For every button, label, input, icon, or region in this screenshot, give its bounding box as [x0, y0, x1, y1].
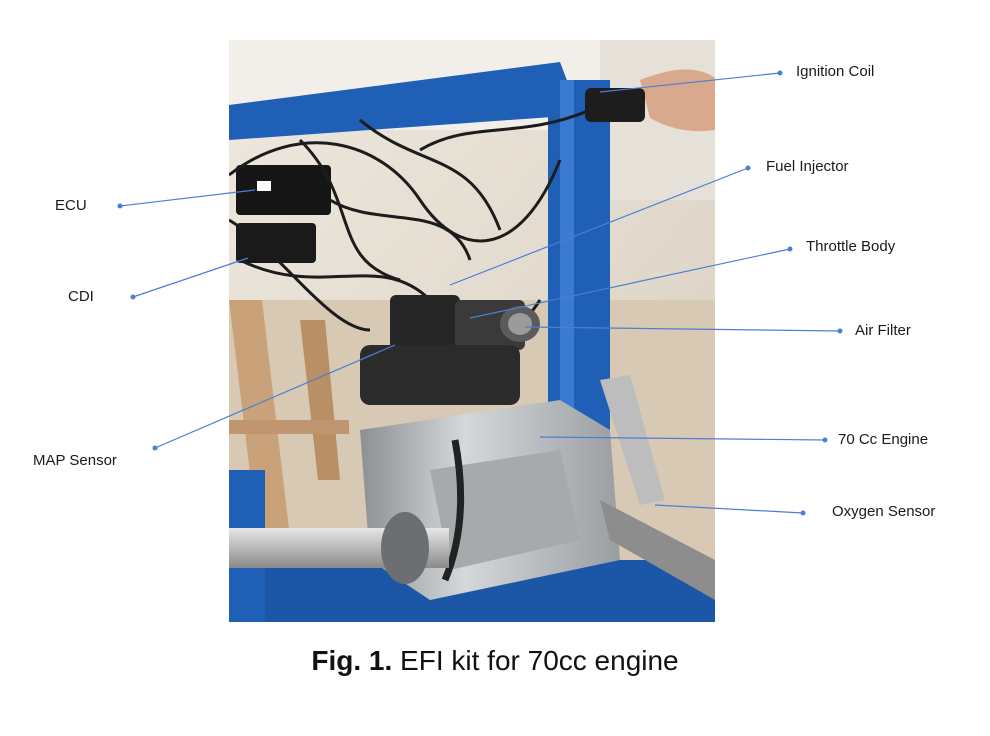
label-air-filter: Air Filter — [855, 322, 911, 339]
caption-prefix: Fig. 1. — [311, 645, 393, 676]
dot-engine — [822, 437, 828, 443]
dot-cdi — [130, 294, 136, 300]
label-map-sensor: MAP Sensor — [33, 452, 117, 469]
figure-caption: Fig. 1. EFI kit for 70cc engine — [0, 645, 990, 677]
engine-photo — [229, 40, 715, 622]
dot-fuel-injector — [745, 165, 751, 171]
leader-cdi — [132, 257, 249, 298]
label-oxygen-sensor: Oxygen Sensor — [832, 503, 936, 520]
leader-oxygen-sensor — [654, 504, 804, 514]
leader-dots — [117, 70, 843, 516]
leader-map-sensor — [154, 344, 396, 449]
leader-engine — [539, 436, 826, 441]
label-fuel-injector: Fuel Injector — [766, 158, 849, 175]
label-cdi: CDI — [68, 288, 94, 305]
dot-oxygen-sensor — [800, 510, 806, 516]
leader-ecu — [119, 189, 256, 207]
dot-ecu — [117, 203, 123, 209]
label-throttle-body: Throttle Body — [806, 238, 896, 255]
leader-air-filter — [524, 326, 841, 332]
label-ignition-coil: Ignition Coil — [796, 63, 875, 80]
leader-throttle-body — [469, 248, 791, 319]
dot-air-filter — [837, 328, 843, 334]
leader-ignition-coil — [599, 72, 781, 93]
caption-text: EFI kit for 70cc engine — [400, 645, 679, 676]
label-engine: 70 Cc Engine — [838, 431, 929, 448]
label-ecu: ECU — [55, 197, 87, 214]
leader-lines — [119, 72, 841, 514]
dot-throttle-body — [787, 246, 793, 252]
dot-ignition-coil — [777, 70, 783, 76]
leader-fuel-injector — [449, 167, 749, 286]
dot-map-sensor — [152, 445, 158, 451]
